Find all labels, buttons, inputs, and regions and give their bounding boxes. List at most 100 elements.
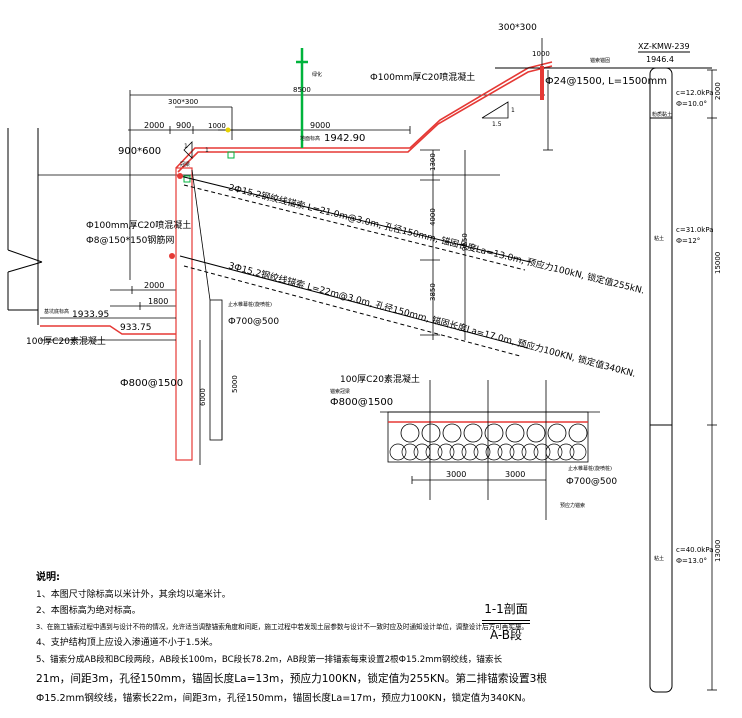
dimension-lines	[38, 69, 717, 691]
dim-6000: 6000	[199, 388, 207, 406]
curtain-pile-circle	[473, 443, 491, 461]
dim-8500: 8500	[293, 86, 311, 94]
floor-slab	[40, 325, 176, 335]
plan-detail	[380, 380, 600, 520]
curtain-pile-circle	[557, 443, 575, 461]
beam-suffix: 冠梁	[180, 161, 190, 168]
notes-block: 说明: 1、本图尺寸除标高以米计外，其余均以毫米计。 2、本图标高为绝对标高。 …	[36, 568, 547, 708]
layer2-thk: 15000	[714, 252, 722, 274]
dim-1000: 1000	[208, 122, 226, 130]
shotcrete-label: Ф100mm厚C20喷混凝土	[86, 219, 191, 231]
pile-outline	[191, 169, 223, 441]
curtain-pile-circle	[461, 443, 479, 461]
slope-ratio: 1.5	[492, 121, 502, 128]
layer1-phi: Ф=10.0°	[676, 100, 707, 108]
beam-900-label: 900*600	[118, 146, 161, 157]
anchor-lines	[179, 175, 531, 357]
plan-800-label: Ф800@1500	[330, 397, 393, 408]
elev-top-label: 地面标高	[300, 135, 320, 142]
plan-circles	[389, 423, 588, 461]
curtain-pile-circle	[509, 443, 527, 461]
pile-circle	[463, 423, 483, 443]
layer3-c: c=40.0kPa	[676, 546, 714, 554]
dim-4000: 4000	[429, 208, 437, 226]
elev-1933: 1933.95	[72, 310, 109, 320]
curtain-pile-circle	[401, 443, 419, 461]
arrow-1: 1	[205, 147, 209, 154]
layer3-name: 粘土	[654, 555, 664, 562]
layer2-c: c=31.0kPa	[676, 226, 714, 234]
layer3-phi: Ф=13.0°	[676, 557, 707, 565]
curtain-pile-circle	[449, 443, 467, 461]
section-title: 1-1剖面	[482, 600, 530, 621]
plan-beam-label: 锚索冠梁	[330, 388, 350, 395]
slope-concrete-label: Ф100mm厚C20喷混凝土	[370, 71, 475, 83]
plan-700: Ф700@500	[566, 477, 617, 487]
dim-9150: 9150	[461, 233, 469, 251]
layer1-name: 粉质黏土	[652, 111, 672, 118]
capping-beam	[183, 141, 193, 159]
anchor-heads	[169, 173, 183, 259]
curtain-pile-circle	[497, 443, 515, 461]
curtain-pile-circle	[389, 443, 407, 461]
tree-label: 绿化	[312, 71, 322, 78]
dim-1800: 1800	[148, 297, 168, 306]
pile-circle	[400, 423, 420, 443]
pile-circle	[484, 423, 504, 443]
pile-circle	[421, 423, 441, 443]
plan-700-small: 止水帷幕桩(旋喷桩)	[568, 465, 612, 472]
existing-structure	[7, 128, 43, 325]
dim-1300: 1300	[429, 153, 437, 171]
floor-slab-outline	[40, 317, 176, 341]
section-label: 1-1剖面 A-B段	[482, 600, 530, 643]
notes-title: 说明:	[36, 572, 60, 583]
note-5b: 21m，间距3m，孔径150mm，锚固长度La=13m，预应力100KN，锁定值…	[36, 673, 547, 685]
top-pile	[540, 38, 544, 100]
note-3: 3、在施工锚索过程中遇到与设计不符的情况，允许适当调整锚索角度和间距，施工过程中…	[36, 623, 529, 631]
section-subtitle: A-B段	[482, 623, 530, 643]
layer1-thk: 2000	[714, 82, 722, 100]
mesh-label: Ф8@150*150钢筋网	[86, 234, 174, 246]
curtain-pile-circle	[569, 443, 587, 461]
dim-2000a: 2000	[144, 121, 164, 130]
tree-marker	[296, 48, 308, 148]
pile-circle	[442, 423, 462, 443]
layer2-phi: Ф=12°	[676, 237, 700, 245]
curtain-pile-circle	[413, 443, 431, 461]
note-1: 1、本图尺寸除标高以米计外，其余均以毫米计。	[36, 590, 231, 600]
pile-circle	[547, 423, 567, 443]
pile-800-label: Ф800@1500	[120, 378, 183, 389]
curtain-pile-circle	[437, 443, 455, 461]
dim-9000: 9000	[310, 121, 330, 130]
pile-small-label: 止水帷幕桩(旋喷桩)	[228, 301, 272, 308]
pile-top-label: Ф24@1500, L=1500mm	[545, 76, 667, 87]
pile-circle	[526, 423, 546, 443]
plan-3000a: 3000	[446, 470, 466, 479]
yellow-point	[225, 127, 231, 133]
dim-3850: 3850	[429, 283, 437, 301]
pile-circle	[568, 423, 588, 443]
curtain-pile-circle	[521, 443, 539, 461]
elev-933: 933.75	[120, 323, 152, 333]
curtain-pile-circle	[485, 443, 503, 461]
green-marker-2	[183, 175, 191, 183]
layer2-name: 粘土	[654, 235, 664, 242]
layer1-c: c=12.0kPa	[676, 89, 714, 97]
dim-5000: 5000	[231, 375, 239, 393]
plan-top-label: 100厚C20素混凝土	[340, 373, 420, 385]
dim-2000b: 2000	[144, 281, 164, 290]
anchor-small-label: 锚索锚固	[590, 57, 610, 64]
borehole-column	[638, 51, 690, 693]
top-text-1000: 1000	[532, 50, 550, 58]
pile-700-label: Ф700@500	[228, 317, 279, 327]
curtain-pile-circle	[425, 443, 443, 461]
note-2: 2、本图标高为绝对标高。	[36, 606, 141, 616]
slope-one: 1	[511, 107, 515, 114]
curtain-pile-circle	[533, 443, 551, 461]
borehole-elev: 1946.4	[646, 55, 674, 64]
note-5a: 5、锚索分成AB段和BC段两段，AB段长100m，BC段长78.2m，AB段第一…	[36, 655, 503, 665]
top-beam-label: 300*300	[498, 23, 537, 33]
beam-300-label: 300*300	[168, 98, 198, 106]
green-marker-1	[227, 151, 235, 159]
